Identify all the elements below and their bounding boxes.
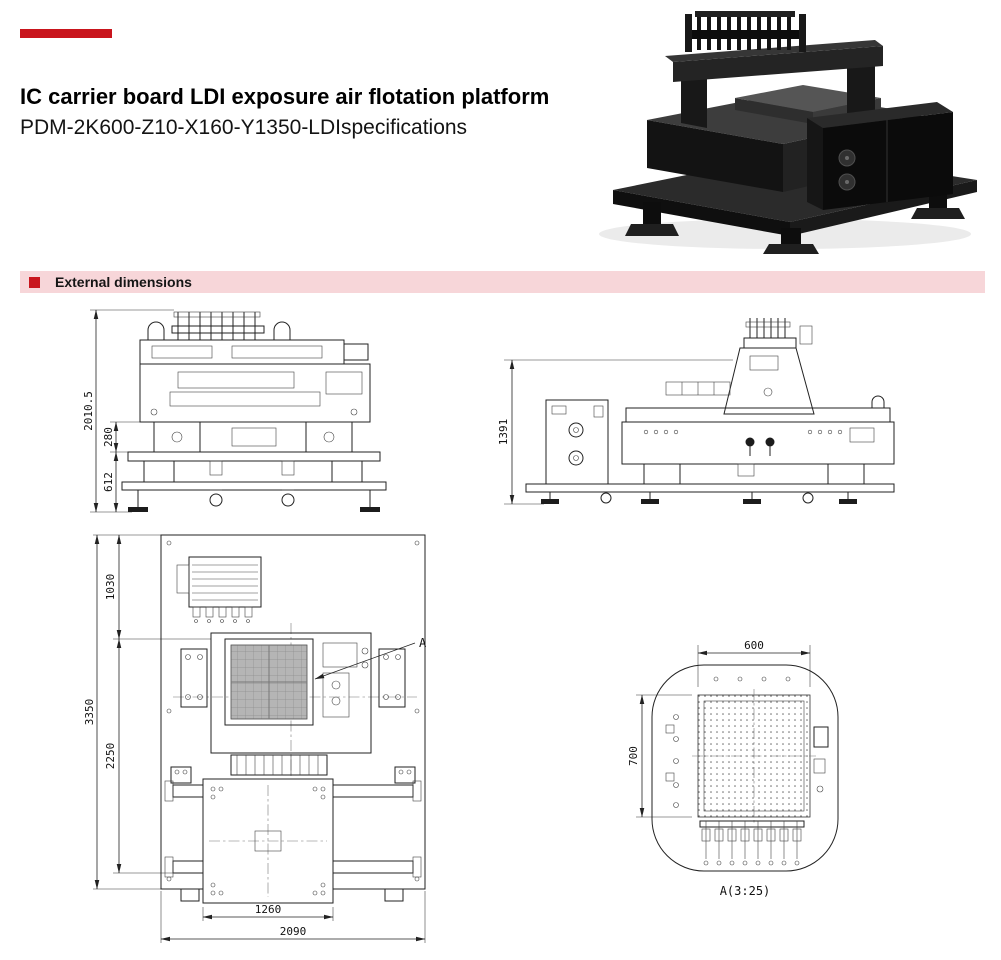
dim-detail-width-label: 600 xyxy=(744,639,764,652)
detail-caption: A(3:25) xyxy=(720,884,771,898)
dim-side-height-label: 1391 xyxy=(498,419,510,446)
section-title: External dimensions xyxy=(55,274,192,290)
detail-marker-label: A xyxy=(419,636,427,650)
plan-view-dimensions: 1030 2250 3350 1260 2090 xyxy=(83,534,426,943)
dim-mid-height-label: 280 xyxy=(102,427,115,447)
detail-view-svg: 600 700 xyxy=(627,639,839,898)
side-view-svg: 1391 xyxy=(497,318,895,505)
section-banner: External dimensions xyxy=(20,271,985,293)
detail-view-drawing: 600 700 xyxy=(612,633,860,908)
page-title: IC carrier board LDI exposure air flotat… xyxy=(20,84,550,109)
front-view-drawing: 2010.5 280 612 xyxy=(82,300,397,532)
dim-detail-height-label: 700 xyxy=(627,746,640,766)
side-view-machine xyxy=(525,318,895,504)
machine-render xyxy=(599,11,977,254)
dim-base-height-label: 612 xyxy=(102,472,115,492)
plan-view-machine: A xyxy=(160,534,427,904)
front-view-machine xyxy=(121,311,387,512)
front-view-dimensions: 2010.5 280 612 xyxy=(82,309,174,513)
side-view-dimensions: 1391 xyxy=(497,359,733,505)
dim-overall-height-label: 2010.5 xyxy=(82,391,95,431)
product-photo xyxy=(585,2,995,272)
dim-overall-width-label: 2090 xyxy=(280,925,307,938)
dim-inner-width-label: 1260 xyxy=(255,903,282,916)
machine-feet xyxy=(625,190,965,254)
dim-upper-section-label: 1030 xyxy=(104,574,117,601)
detail-view-content xyxy=(651,664,839,872)
header-accent-bar xyxy=(20,29,112,38)
section-marker-icon xyxy=(29,276,40,288)
detail-view-dimensions: 600 700 xyxy=(627,639,811,818)
model-specification-subtitle: PDM-2K600-Z10-X160-Y1350-LDIspecificatio… xyxy=(20,116,468,139)
product-photo-svg xyxy=(599,11,977,254)
dim-lower-section-label: 2250 xyxy=(104,743,117,770)
dim-overall-length-label: 3350 xyxy=(85,699,96,726)
side-view-drawing: 1391 xyxy=(497,312,903,524)
top-view-drawing: 1030 2250 3350 1260 2090 xyxy=(83,531,435,950)
front-view-svg: 2010.5 280 612 xyxy=(82,309,387,513)
top-view-svg: 1030 2250 3350 1260 2090 xyxy=(83,534,427,943)
